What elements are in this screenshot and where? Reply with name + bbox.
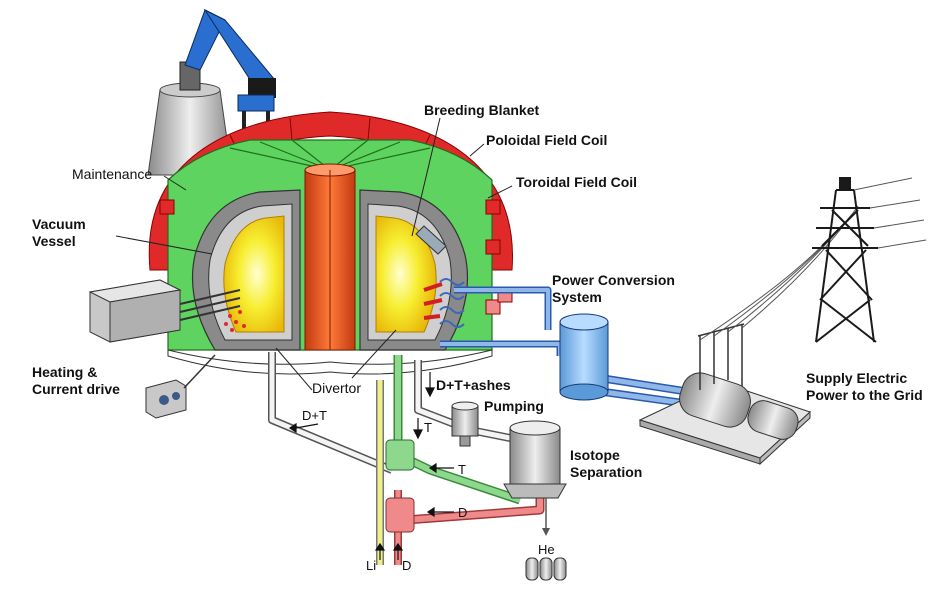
label-heating-line2: Current drive	[32, 381, 120, 397]
label-power-conversion-line1: Power Conversion	[552, 272, 675, 288]
heating-current-drive-unit	[88, 279, 246, 419]
turbine-generator	[638, 205, 859, 466]
flow-arrows	[288, 372, 454, 560]
label-t-mid: T	[458, 462, 466, 477]
vacuum-vessel-right	[359, 189, 469, 351]
label-vacuum-vessel-line1: Vacuum	[32, 216, 86, 232]
label-breeding-blanket: Breeding Blanket	[424, 102, 540, 118]
label-toroidal-field-coil: Toroidal Field Coil	[516, 174, 638, 190]
label-t-top: T	[424, 420, 432, 435]
label-dt-ashes: D+T+ashes	[436, 377, 511, 393]
label-divertor: Divertor	[312, 380, 362, 396]
label-pumping: Pumping	[484, 398, 544, 414]
central-solenoid	[304, 163, 356, 351]
label-heating-line1: Heating &	[32, 364, 98, 380]
label-d-mid: D	[458, 505, 468, 520]
transmission-tower	[812, 177, 927, 343]
isotope-separation-unit	[503, 420, 567, 536]
label-isotope-line1: Isotope	[570, 447, 620, 463]
maintenance-crane	[147, 8, 276, 176]
label-vacuum-vessel-line2: Vessel	[32, 233, 76, 249]
label-d-bottom: D	[402, 558, 412, 573]
label-isotope-line2: Separation	[570, 464, 643, 480]
pipe-network	[268, 286, 691, 565]
label-li: Li	[366, 558, 377, 573]
label-dt: D+T	[302, 408, 327, 423]
pumping-unit	[451, 401, 479, 447]
label-supply-line2: Power to the Grid	[806, 387, 923, 403]
helium-bottles	[525, 557, 567, 581]
label-power-conversion-line2: System	[552, 289, 602, 305]
power-conversion-tank	[559, 313, 609, 401]
label-maintenance: Maintenance	[72, 166, 153, 182]
label-supply-line1: Supply Electric	[806, 370, 908, 386]
label-poloidal-field-coil: Poloidal Field Coil	[486, 132, 608, 148]
valve-junctions	[385, 439, 415, 533]
label-he: He	[538, 542, 555, 557]
callout-leader-lines	[115, 117, 513, 391]
